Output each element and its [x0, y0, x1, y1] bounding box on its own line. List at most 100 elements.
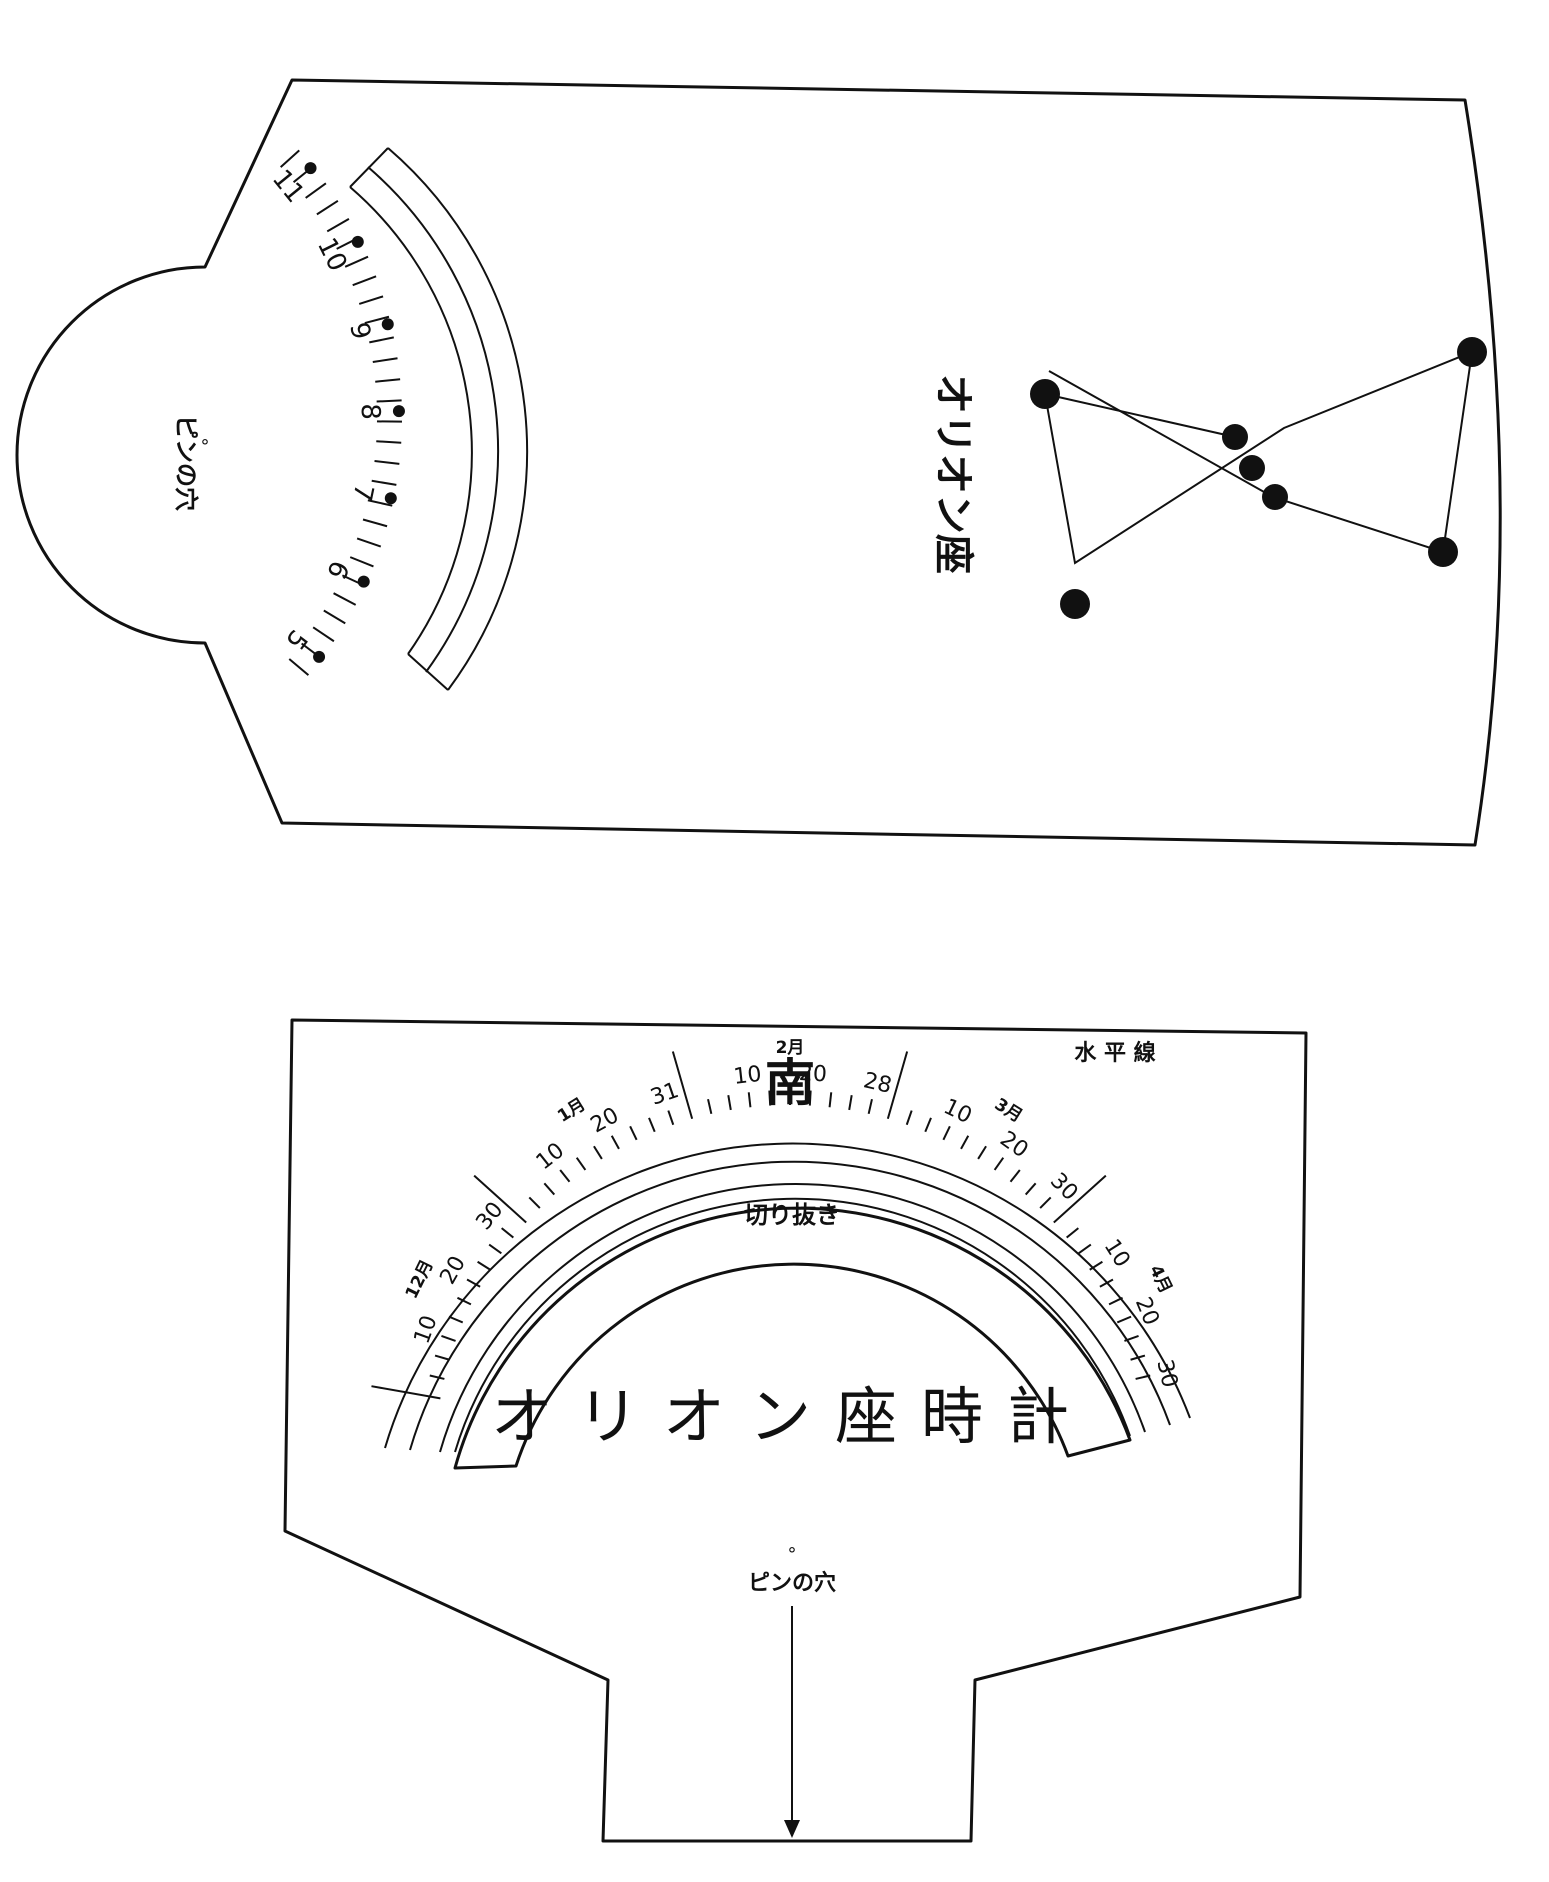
day-tick [1089, 1260, 1103, 1271]
day-tick [1130, 1354, 1146, 1361]
lower-piece-outline [283, 1018, 1308, 1843]
star-bellatrix [1457, 337, 1487, 367]
pin-hole-label: ピンの穴 [172, 415, 200, 511]
hour-cell-divider [333, 592, 357, 606]
hour-cell-divider [376, 399, 402, 403]
hour-scale-label: 7 [346, 481, 379, 503]
upper-piece-outline [15, 78, 1502, 847]
day-tick [924, 1117, 932, 1133]
month-boundary [1053, 1174, 1107, 1224]
day-tick [477, 1260, 491, 1271]
day-mark-label: 20 [798, 1061, 827, 1088]
day-tick [1116, 1315, 1132, 1324]
calendar-tick-arc [454, 1197, 1131, 1453]
horizon-label: 水 平 線 [1074, 1040, 1155, 1066]
day-tick [808, 1090, 812, 1106]
hour-cell-divider [305, 182, 327, 199]
pin-hole-marker: ° [201, 436, 210, 457]
day-tick [707, 1098, 713, 1115]
star-betelgeuse [1030, 379, 1060, 409]
day-tick [768, 1090, 772, 1106]
orion-line-shoulder [1044, 393, 1236, 438]
day-tick [1024, 1182, 1037, 1196]
hour-cell-divider [374, 460, 400, 465]
hour-scale-label: 8 [355, 403, 385, 420]
day-tick [667, 1110, 675, 1126]
hour-scale-mid-arc [367, 166, 500, 673]
hour-cell-divider [344, 255, 369, 268]
constellation-label: オリオン座 [930, 374, 976, 574]
calendar-day-arc [439, 1182, 1146, 1453]
hour-marker [384, 492, 397, 505]
day-tick [457, 1296, 472, 1306]
hour-cell-divider [280, 149, 300, 168]
month-boundary [886, 1051, 909, 1120]
day-tick [905, 1110, 913, 1126]
cutout-window [453, 1206, 1132, 1470]
day-tick [543, 1182, 556, 1196]
day-tick [629, 1125, 638, 1141]
hour-marker [392, 405, 405, 418]
hour-marker [304, 162, 317, 175]
day-tick [867, 1098, 873, 1115]
day-tick [593, 1145, 603, 1160]
calendar-outer-arc [384, 1142, 1191, 1449]
month-label: 2月 [776, 1038, 805, 1058]
star-rigel [1428, 537, 1458, 567]
hour-cell-divider [352, 275, 377, 287]
day-tick [727, 1095, 732, 1111]
calendar-month-arc [409, 1160, 1171, 1451]
hour-cell-divider [372, 357, 398, 363]
day-tick [828, 1092, 833, 1108]
day-mark-label: 28 [861, 1068, 894, 1099]
hour-scale-top-edge [349, 147, 389, 188]
calendar-ticks [371, 1051, 1151, 1400]
day-tick [1135, 1374, 1151, 1380]
star-belt-1 [1222, 424, 1248, 450]
star-belt-2 [1239, 455, 1265, 481]
day-tick [960, 1135, 970, 1150]
day-tick [429, 1374, 445, 1380]
day-tick [610, 1135, 620, 1150]
hour-scale-bottom-edge [407, 653, 449, 691]
day-tick [559, 1169, 571, 1183]
down-arrow-icon [784, 1606, 800, 1838]
star-saiph [1060, 589, 1090, 619]
hour-cell-divider [316, 199, 339, 216]
month-boundary [371, 1385, 441, 1400]
day-tick [1099, 1278, 1114, 1288]
day-tick [648, 1117, 656, 1133]
day-mark-label: 10 [732, 1062, 763, 1090]
day-tick [488, 1243, 502, 1255]
hour-marker [313, 650, 326, 663]
day-tick [448, 1315, 464, 1324]
day-mark-label: 30 [1151, 1357, 1182, 1390]
day-tick [466, 1278, 481, 1288]
hour-marker [351, 235, 364, 248]
pin-hole-label-lower: ピンの穴 [748, 1570, 836, 1596]
month-boundary [473, 1174, 527, 1224]
day-tick [977, 1145, 987, 1160]
day-tick [1108, 1296, 1123, 1306]
day-tick [942, 1125, 951, 1141]
hour-cell-divider [371, 479, 397, 486]
hour-marker [357, 575, 370, 588]
hour-cell-divider [358, 295, 384, 305]
star-belt-3 [1262, 484, 1288, 510]
day-tick [575, 1157, 587, 1171]
clock-title: オリオン座時計 [491, 1380, 1093, 1453]
day-tick [747, 1092, 752, 1108]
hour-cell-divider [288, 658, 310, 676]
hour-cell-divider [356, 537, 382, 548]
hour-cell-divider [367, 499, 393, 507]
day-tick [993, 1157, 1005, 1171]
day-tick [1066, 1227, 1079, 1239]
day-tick [1009, 1169, 1021, 1183]
hour-scale-cells [280, 149, 402, 676]
month-boundary [671, 1051, 694, 1120]
hour-marker [381, 318, 394, 331]
hour-scale-label: 9 [343, 319, 376, 342]
